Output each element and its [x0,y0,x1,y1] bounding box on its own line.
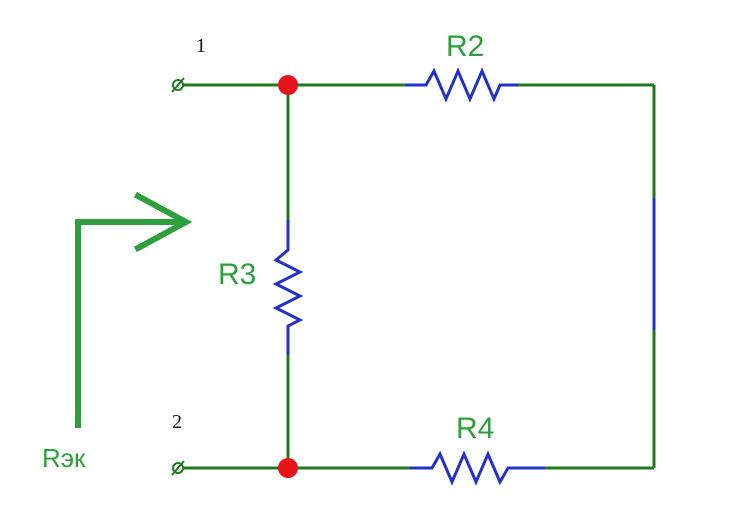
junction-dot-icon [278,458,298,478]
r2-label: R2 [446,30,484,63]
open-terminal-icon [171,77,185,93]
resistor-r4 [410,450,545,486]
r3-label: R3 [218,258,256,291]
junction-dot-icon [278,75,298,95]
resistor-r3 [272,220,304,355]
open-terminal-icon [171,460,185,476]
resistor-r2 [405,67,518,103]
r4-label: R4 [456,412,494,445]
equivalent-resistance-label: Rэк [42,443,86,473]
terminal-2-label: 2 [172,411,182,433]
terminal-1-label: 1 [196,35,206,57]
input-arrow-icon [75,191,193,428]
